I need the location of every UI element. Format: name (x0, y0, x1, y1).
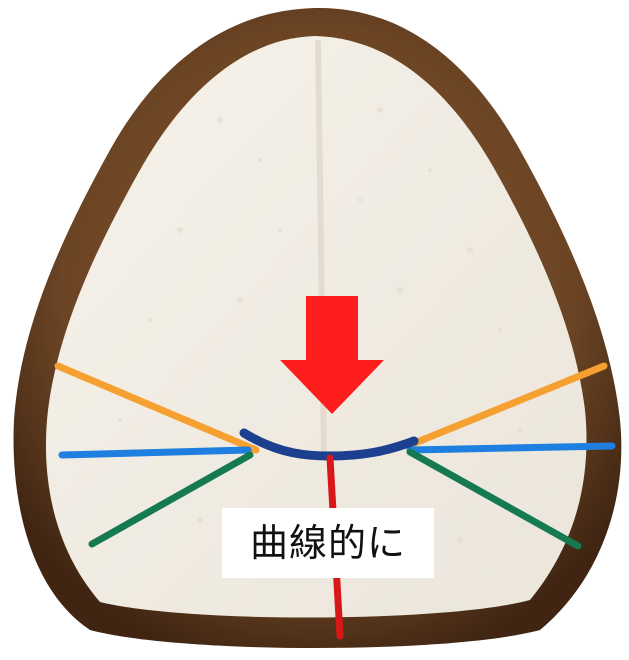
caption-box: 曲線的に (222, 508, 434, 578)
green-line-left (88, 451, 254, 548)
blue-line-right (406, 442, 616, 454)
fabric-pattern (118, 107, 522, 543)
blue-line-left (58, 446, 252, 459)
orange-line-right (406, 362, 608, 449)
green-line-right (406, 448, 582, 550)
caption-text: 曲線的に (249, 521, 406, 565)
down-arrow-icon (280, 296, 384, 414)
orange-line-left (54, 362, 260, 454)
